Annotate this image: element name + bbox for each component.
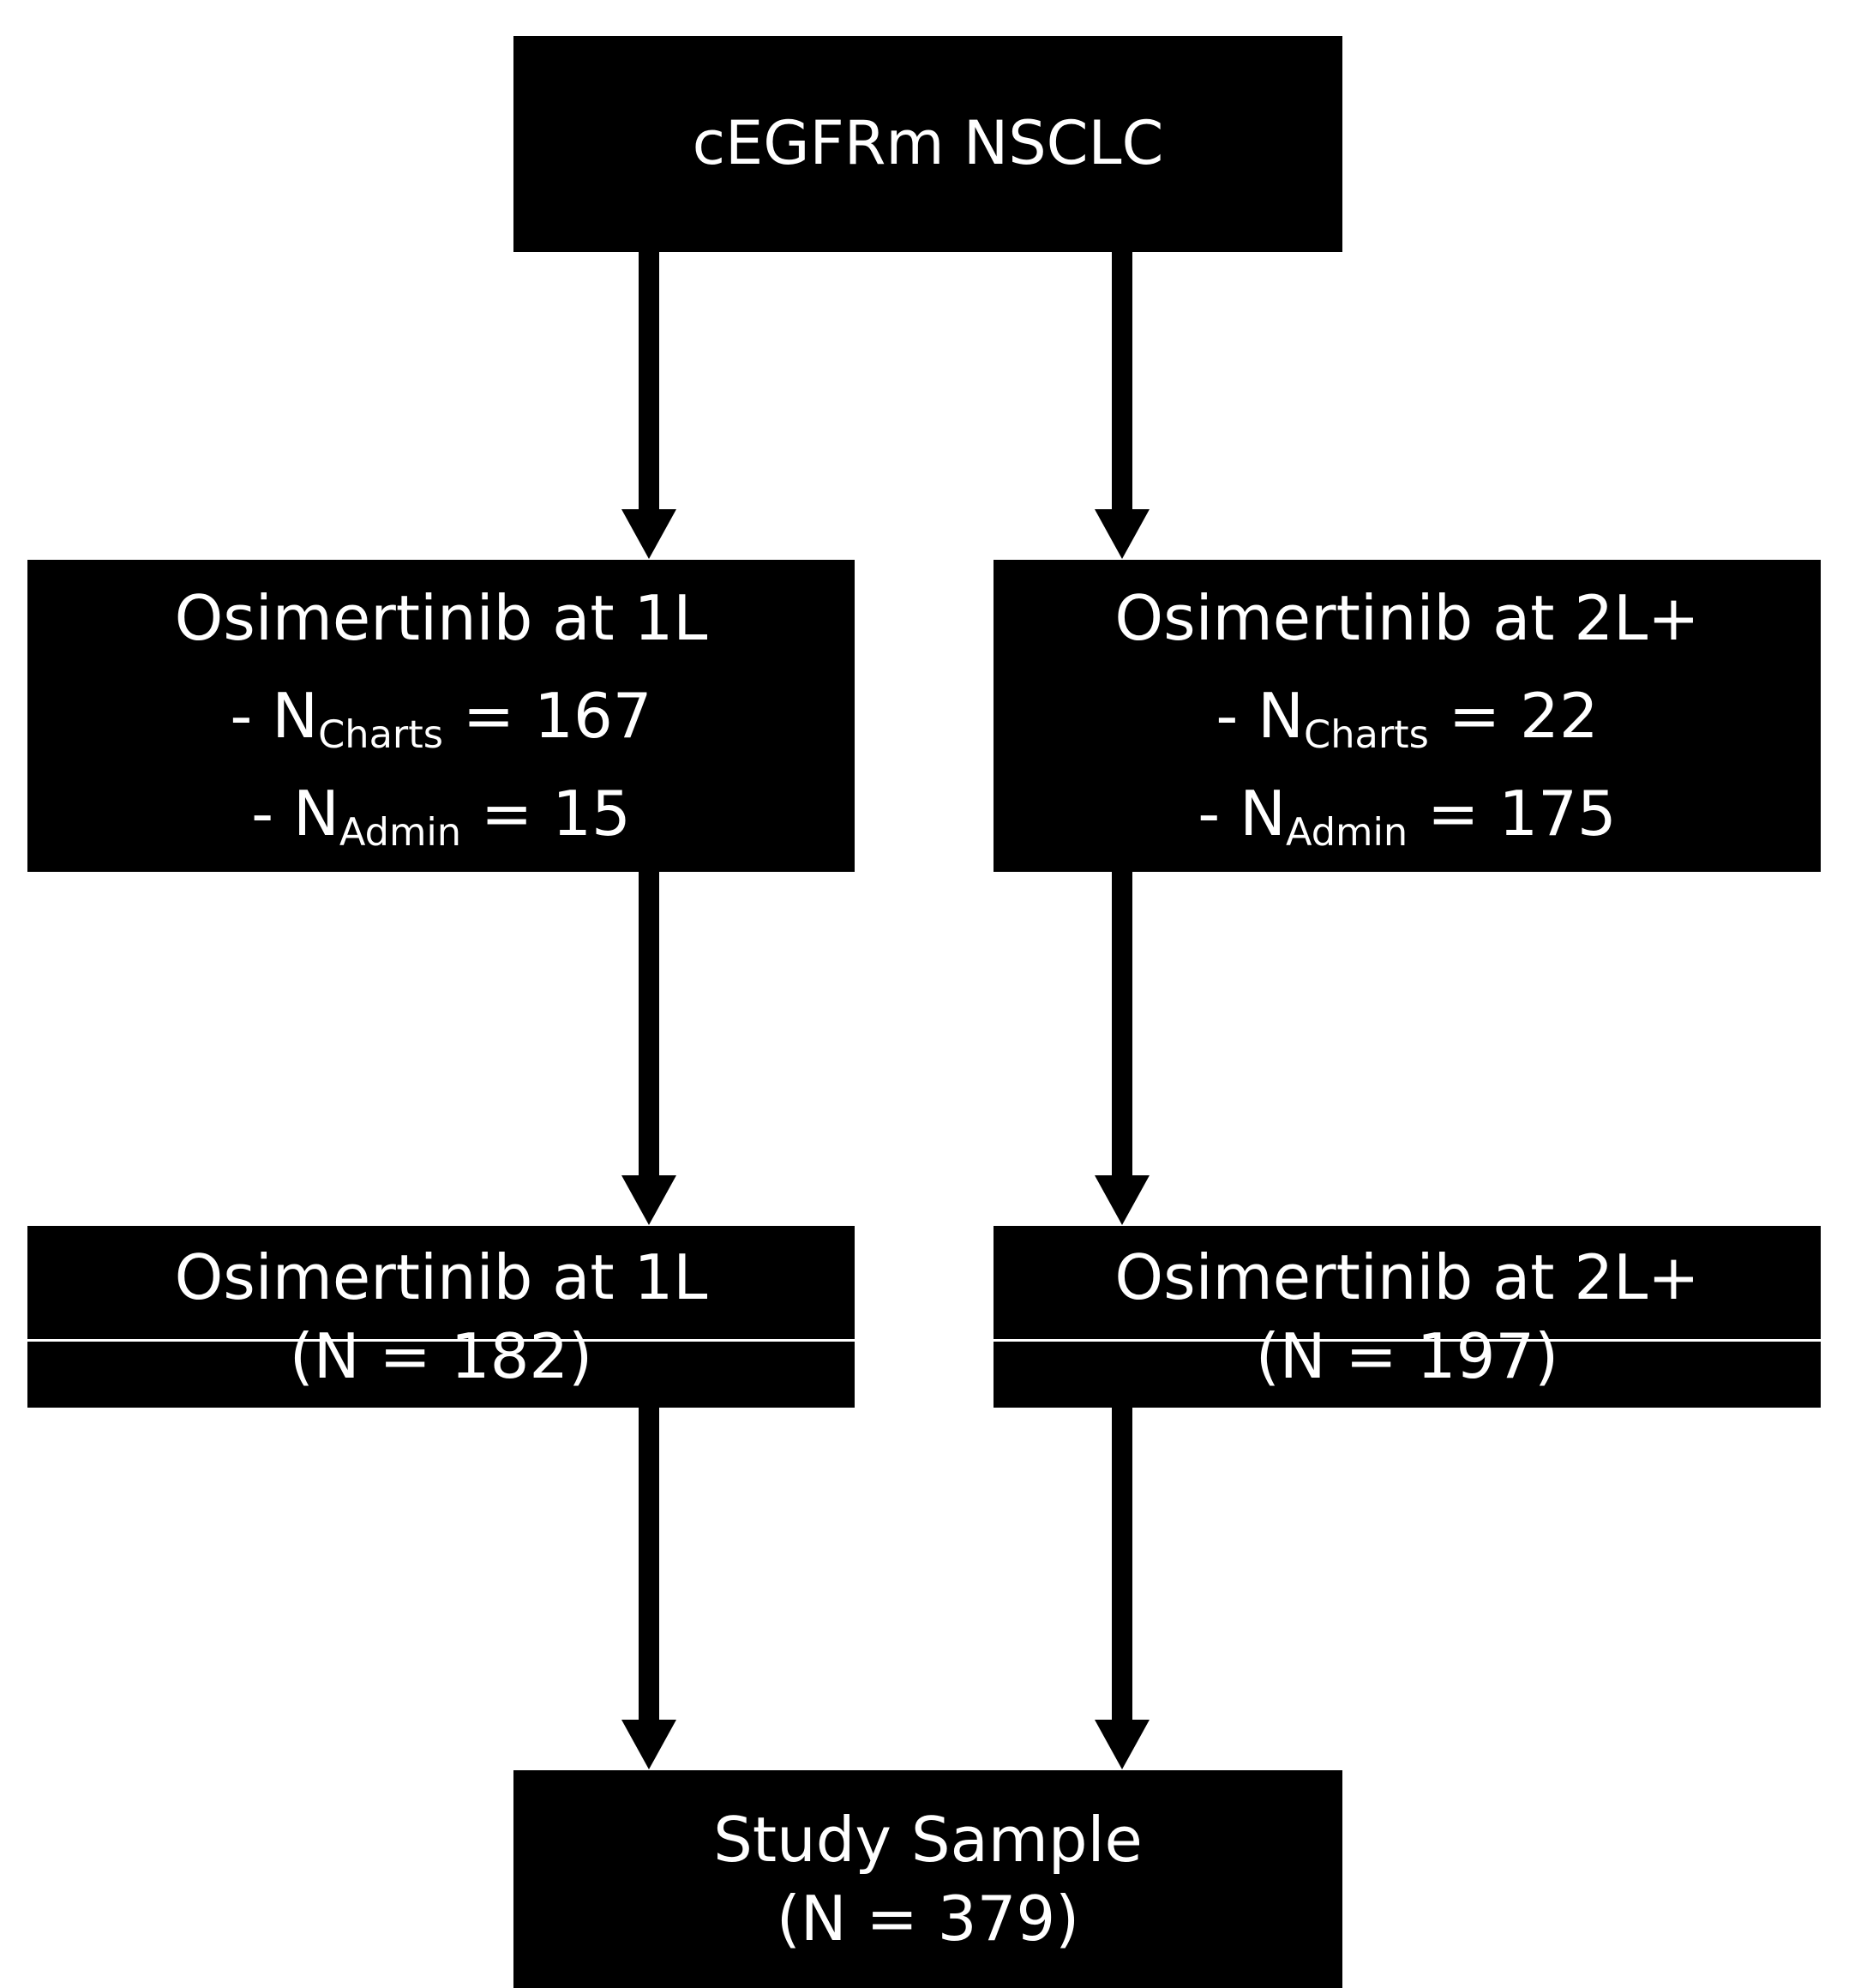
scanline-artifact-left bbox=[27, 1339, 855, 1342]
node-study-sample[interactable]: Study Sample (N = 379) bbox=[513, 1770, 1342, 1988]
node-title: cEGFRm NSCLC bbox=[692, 108, 1164, 179]
count-value: 167 bbox=[534, 679, 652, 752]
arrow-head-down-icon bbox=[621, 509, 676, 559]
connector-shaft bbox=[1112, 872, 1132, 1175]
arrow-head-down-icon bbox=[1095, 1720, 1150, 1769]
connector-shaft bbox=[1112, 252, 1132, 509]
count-value: 22 bbox=[1520, 679, 1599, 752]
node-count-row-charts: - NCharts = 167 bbox=[230, 676, 652, 757]
count-subscript: Admin bbox=[339, 809, 462, 855]
count-equals: = bbox=[481, 778, 533, 850]
connector-shaft bbox=[1112, 1408, 1132, 1720]
connector-2lplus-total-to-study-sample bbox=[1095, 1408, 1150, 1769]
count-equals: = bbox=[1448, 679, 1501, 752]
arrow-head-down-icon bbox=[621, 1175, 676, 1225]
count-equals: = bbox=[462, 679, 515, 752]
node-title: Osimertinib at 2L+ bbox=[1114, 581, 1700, 654]
node-osimertinib-1l-total[interactable]: Osimertinib at 1L (N = 182) bbox=[27, 1226, 855, 1408]
node-count-row-admin: - NAdmin = 175 bbox=[1198, 774, 1617, 855]
node-title: Osimertinib at 2L+ bbox=[1114, 1240, 1700, 1313]
node-total: (N = 182) bbox=[289, 1320, 593, 1392]
node-osimertinib-2lplus-total[interactable]: Osimertinib at 2L+ (N = 197) bbox=[994, 1226, 1821, 1408]
node-count-row-charts: - NCharts = 22 bbox=[1216, 676, 1599, 757]
count-prefix: - N bbox=[230, 679, 319, 752]
connector-1l-counts-to-1l-total bbox=[621, 872, 676, 1225]
node-count-row-admin: - NAdmin = 15 bbox=[251, 774, 631, 855]
arrow-head-down-icon bbox=[1095, 1175, 1150, 1225]
scanline-artifact-right bbox=[994, 1339, 1821, 1342]
count-prefix: - N bbox=[251, 778, 339, 850]
count-value: 15 bbox=[552, 778, 631, 850]
count-value: 175 bbox=[1498, 778, 1617, 850]
connector-1l-total-to-study-sample bbox=[621, 1408, 676, 1769]
count-prefix: - N bbox=[1198, 778, 1286, 850]
node-title: Osimertinib at 1L bbox=[174, 581, 708, 654]
node-total: (N = 197) bbox=[1255, 1320, 1559, 1392]
count-subscript: Charts bbox=[318, 712, 444, 757]
node-title: Osimertinib at 1L bbox=[174, 1240, 708, 1313]
node-total: (N = 379) bbox=[776, 1883, 1080, 1955]
node-osimertinib-2lplus-counts[interactable]: Osimertinib at 2L+ - NCharts = 22 - NAdm… bbox=[994, 560, 1821, 872]
connector-root-to-1l bbox=[621, 252, 676, 559]
connector-shaft bbox=[639, 252, 659, 509]
connector-root-to-2lplus bbox=[1095, 252, 1150, 559]
connector-shaft bbox=[639, 872, 659, 1175]
node-cegfrm-nsclc[interactable]: cEGFRm NSCLC bbox=[513, 36, 1342, 252]
arrow-head-down-icon bbox=[1095, 509, 1150, 559]
count-subscript: Charts bbox=[1304, 712, 1429, 757]
connector-shaft bbox=[639, 1408, 659, 1720]
count-prefix: - N bbox=[1216, 679, 1305, 752]
arrow-head-down-icon bbox=[621, 1720, 676, 1769]
node-osimertinib-1l-counts[interactable]: Osimertinib at 1L - NCharts = 167 - NAdm… bbox=[27, 560, 855, 872]
node-title: Study Sample bbox=[713, 1803, 1143, 1876]
count-equals: = bbox=[1427, 778, 1480, 850]
connector-2lplus-counts-to-2lplus-total bbox=[1095, 872, 1150, 1225]
count-subscript: Admin bbox=[1285, 809, 1408, 855]
